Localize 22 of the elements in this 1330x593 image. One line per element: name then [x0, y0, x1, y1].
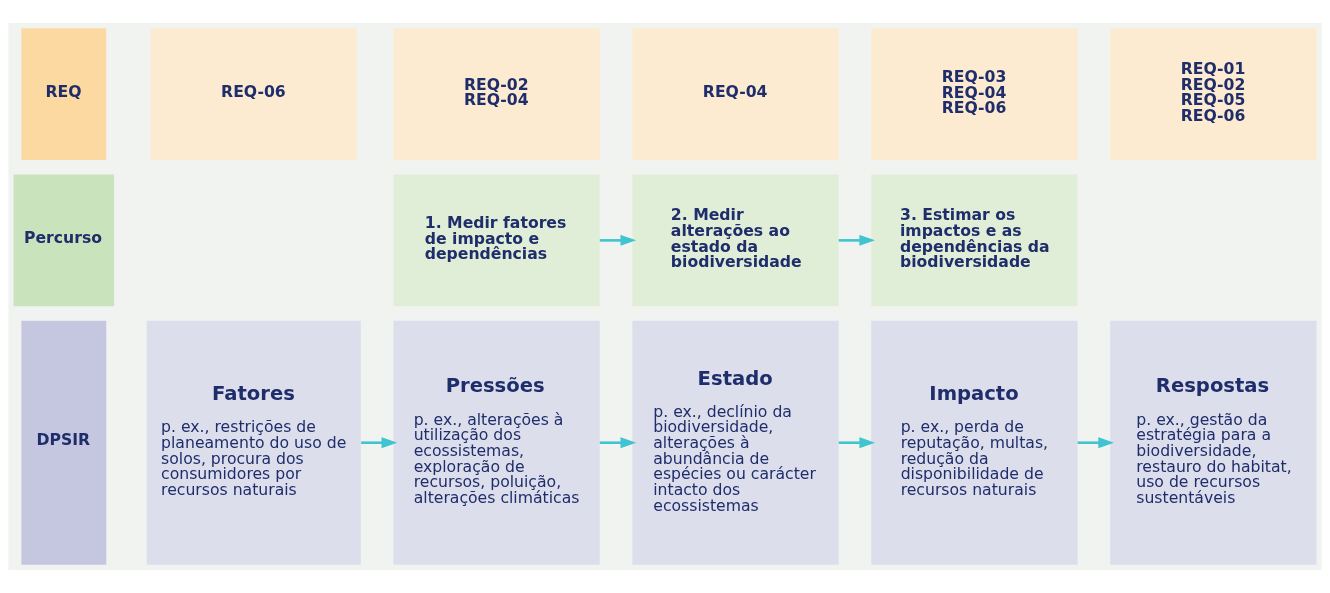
arrow — [361, 437, 398, 449]
arrow — [838, 234, 876, 246]
arrow — [599, 234, 637, 246]
node-box: Respostas p. ex., gestão da estratégia para a biodiversidade, restauro do habitat, uso de recursos sustentáveis — [1110, 320, 1317, 565]
node-box: REQ-02 REQ-04 — [393, 28, 600, 161]
node-box: REQ-03 REQ-04 REQ-06 — [871, 28, 1078, 161]
node-box: 2. Medir alterações ao estado da biodiversidade — [632, 174, 839, 307]
node-box: 1. Medir fatores de impacto e dependências — [393, 174, 600, 307]
node-box: Percurso — [13, 174, 115, 307]
node-box: REQ-01 REQ-02 REQ-05 REQ-06 — [1110, 28, 1317, 161]
node-box: 3. Estimar os impactos e as dependências da biodiversidade — [871, 174, 1078, 307]
arrow — [838, 437, 876, 449]
arrow — [599, 437, 637, 449]
arrow — [1077, 437, 1114, 449]
node-box: Impacto p. ex., perda de reputação, multas, redução da disponibilidade de recursos naturais — [871, 320, 1078, 565]
node-box: Fatores p. ex., restrições de planeamento do uso de solos, procura dos consumidores por recursos naturais — [146, 320, 361, 565]
node-box: Pressões p. ex., alterações à utilização dos ecossistemas, exploração de recursos, poluição, alterações climáticas — [393, 320, 600, 565]
node-box: REQ — [21, 28, 107, 161]
node-box: REQ-04 — [632, 28, 839, 161]
node-box: Estado p. ex., declínio da biodiversidade, alterações à abundância de espécies ou carácter intacto dos ecossistemas — [632, 320, 839, 565]
node-box: DPSIR — [21, 320, 107, 565]
node-box: REQ-06 — [150, 28, 357, 161]
